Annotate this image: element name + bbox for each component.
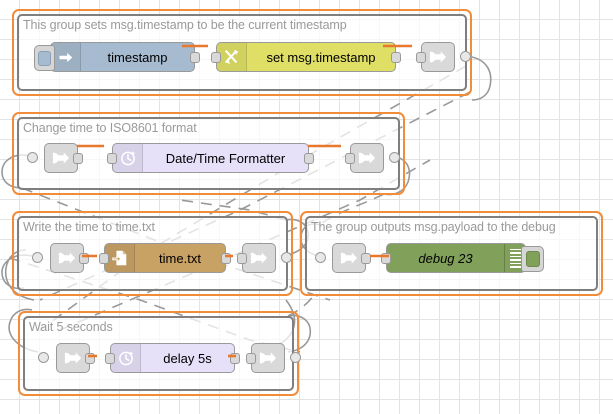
file-out-icon (105, 244, 135, 272)
clock-icon (111, 344, 141, 372)
input-port[interactable] (99, 253, 109, 264)
link-in-endpoint[interactable] (27, 152, 38, 163)
link-in-endpoint[interactable] (32, 252, 43, 263)
node-link-in-5[interactable] (56, 343, 95, 373)
debug-lines-icon (505, 244, 525, 272)
node-label: set msg.timestamp (266, 49, 376, 65)
input-port[interactable] (237, 253, 247, 264)
node-link-out-3[interactable] (237, 243, 276, 273)
node-inject-timestamp[interactable]: timestamp (34, 42, 200, 72)
group-timestamp[interactable]: This group sets msg.timestamp to be the … (12, 9, 472, 96)
link-out-endpoint[interactable] (281, 252, 292, 263)
output-port[interactable] (73, 153, 83, 164)
input-port[interactable] (211, 52, 221, 63)
inject-arrow-icon (51, 43, 81, 71)
input-port[interactable] (345, 153, 355, 164)
node-link-out-5[interactable] (246, 343, 285, 373)
node-change-timestamp[interactable]: set msg.timestamp (211, 42, 401, 72)
input-port[interactable] (381, 253, 391, 264)
input-port[interactable] (246, 353, 256, 364)
group-label: This group sets msg.timestamp to be the … (23, 18, 347, 32)
link-out-endpoint[interactable] (389, 152, 400, 163)
node-label: time.txt (159, 250, 201, 266)
node-label: timestamp (107, 49, 168, 65)
link-out-endpoint[interactable] (460, 51, 471, 62)
input-port[interactable] (105, 353, 115, 364)
divider (504, 244, 505, 272)
clock-icon (113, 144, 143, 172)
node-link-in-4[interactable] (332, 243, 371, 273)
group-iso8601[interactable]: Change time to ISO8601 format Date/Time … (12, 112, 405, 195)
link-in-endpoint[interactable] (38, 352, 49, 363)
node-label: delay 5s (163, 350, 212, 366)
output-port[interactable] (190, 52, 200, 63)
link-out-icon (351, 144, 383, 172)
output-port[interactable] (79, 253, 89, 264)
output-port[interactable] (221, 253, 231, 264)
input-port[interactable] (107, 153, 117, 164)
output-port[interactable] (391, 52, 401, 63)
input-port[interactable] (416, 52, 426, 63)
node-label: debug 23 (418, 250, 473, 266)
group-write-file[interactable]: Write the time to time.txt time.txt (12, 211, 293, 296)
group-label: Wait 5 seconds (29, 320, 113, 334)
node-file-write[interactable]: time.txt (99, 243, 231, 273)
link-in-icon (57, 344, 89, 372)
output-port[interactable] (361, 253, 371, 264)
node-link-out-1[interactable] (416, 42, 455, 72)
link-out-icon (422, 43, 454, 71)
link-out-icon (243, 244, 275, 272)
output-port[interactable] (230, 353, 240, 364)
link-in-endpoint[interactable] (315, 252, 326, 263)
node-link-in-3[interactable] (50, 243, 89, 273)
node-date-time-formatter[interactable]: Date/Time Formatter (107, 143, 314, 173)
change-swap-icon (217, 43, 247, 71)
link-out-endpoint[interactable] (290, 352, 301, 363)
node-delay[interactable]: delay 5s (105, 343, 240, 373)
inject-button[interactable] (34, 45, 55, 71)
output-port[interactable] (304, 153, 314, 164)
node-link-out-2[interactable] (345, 143, 384, 173)
node-label: Date/Time Formatter (165, 150, 286, 166)
group-wait[interactable]: Wait 5 seconds delay 5s (18, 311, 301, 396)
debug-toggle-button[interactable] (521, 246, 544, 272)
output-port[interactable] (85, 353, 95, 364)
group-debug[interactable]: The group outputs msg.payload to the deb… (300, 211, 603, 296)
group-label: Write the time to time.txt (23, 220, 155, 234)
node-debug-23[interactable]: debug 23 (381, 243, 544, 273)
link-out-icon (252, 344, 284, 372)
group-label: The group outputs msg.payload to the deb… (311, 220, 556, 234)
group-label: Change time to ISO8601 format (23, 121, 197, 135)
node-link-in-2[interactable] (44, 143, 83, 173)
